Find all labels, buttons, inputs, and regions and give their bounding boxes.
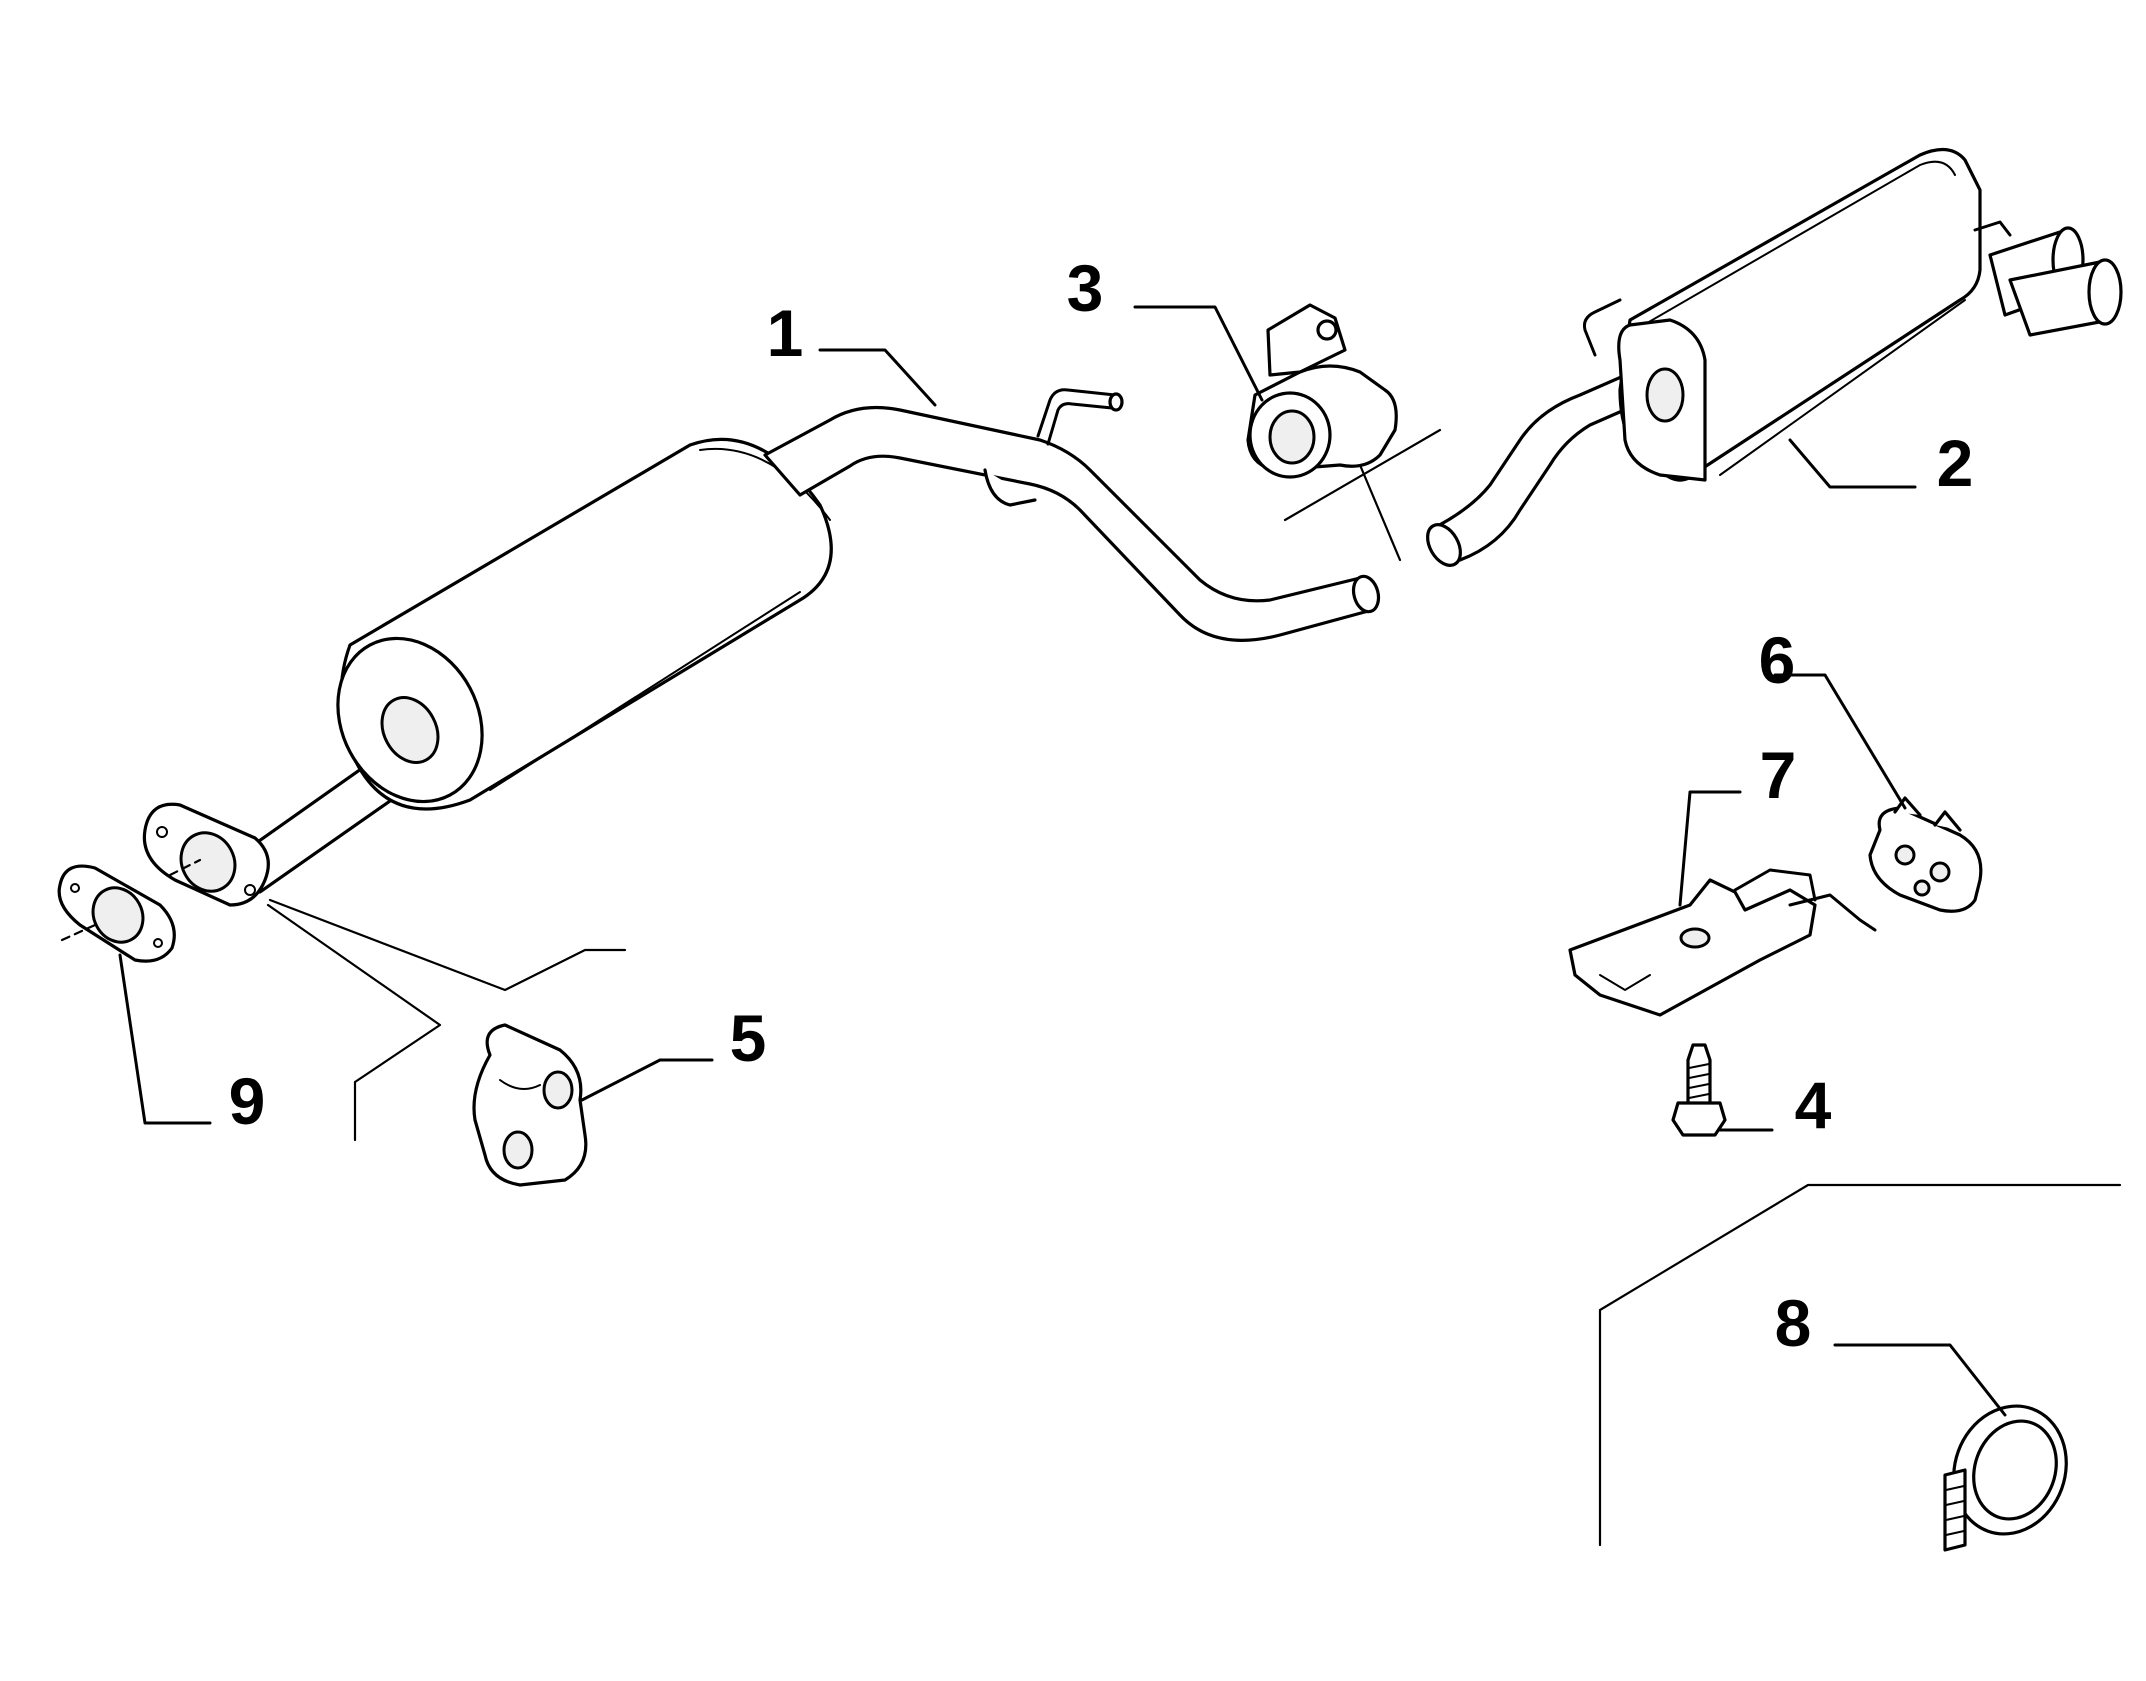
callout-label-6: 6 xyxy=(1758,623,1796,697)
hanger-rod-inner xyxy=(1046,402,1114,446)
reference-line-b xyxy=(266,903,442,1142)
break-line-2 xyxy=(1358,463,1402,562)
part-2-rear-muffler[interactable] xyxy=(1421,148,2123,572)
callout-label-9: 9 xyxy=(228,1064,266,1138)
rear-muffler-inlet-hole xyxy=(1645,367,1685,423)
band-clamp-inner xyxy=(1972,1419,2058,1521)
part-7-bracket[interactable] xyxy=(1568,868,1877,1017)
part-4-bolt[interactable] xyxy=(1671,1043,1727,1137)
bracket-arm-upper xyxy=(1733,868,1817,902)
bracket-fold xyxy=(1599,974,1651,992)
leader-6 xyxy=(1773,673,1907,810)
callout-label-7: 7 xyxy=(1759,738,1797,812)
hanger-rod-tip xyxy=(1108,392,1124,412)
hanger-hole-lower xyxy=(502,1130,534,1170)
muffler-rear-rim xyxy=(699,447,831,521)
rear-muffler-top-edge xyxy=(1634,160,1956,331)
part-1-front-pipe-with-muffler[interactable] xyxy=(233,388,1382,894)
leader-9 xyxy=(118,953,212,1125)
bracket-arm-lower xyxy=(1788,893,1877,932)
rear-muffler-seam xyxy=(1719,299,1966,476)
part-9-gasket[interactable] xyxy=(57,858,202,963)
rear-hanger xyxy=(1583,298,1622,357)
section-break-lines xyxy=(1283,428,1442,562)
gasket-hole-2 xyxy=(153,938,163,948)
gasket-bore xyxy=(91,886,145,944)
front-flange xyxy=(142,802,270,907)
callout-label-3: 3 xyxy=(1066,251,1104,325)
hanger-hole-upper xyxy=(542,1070,574,1110)
callout-label-5: 5 xyxy=(729,1001,767,1075)
flange-bolt-hole-2 xyxy=(244,884,256,896)
hanger-hook xyxy=(983,468,1037,507)
hanger-body xyxy=(472,1023,588,1187)
mount-hole-3 xyxy=(1913,879,1931,897)
callout-label-1: 1 xyxy=(766,296,804,370)
reference-lines xyxy=(266,898,2122,1547)
flange-bore xyxy=(179,831,237,893)
gasket-hole-1 xyxy=(70,883,80,893)
callout-label-4: 4 xyxy=(1794,1068,1832,1142)
mount-tab-2 xyxy=(1933,810,1962,832)
part-5-rubber-hanger[interactable] xyxy=(472,1023,588,1187)
clamp-ring-hole xyxy=(1268,409,1316,465)
flange-bolt-hole-1 xyxy=(156,826,168,838)
callout-label-2: 2 xyxy=(1936,426,1974,500)
mount-hole-2 xyxy=(1929,861,1951,883)
intermediate-pipe xyxy=(763,405,1374,642)
bolt-thread xyxy=(1688,1063,1710,1099)
leader-8 xyxy=(1833,1343,2007,1417)
bracket-hole xyxy=(1679,927,1711,949)
leader-2 xyxy=(1788,438,1917,489)
hanger-rod xyxy=(1036,388,1117,438)
mount-body xyxy=(1868,806,1983,913)
clamp-bolt xyxy=(1316,319,1338,341)
mount-tab-1 xyxy=(1893,796,1922,817)
part-3-clamp[interactable] xyxy=(1246,303,1398,479)
detail-frame-line xyxy=(1598,1183,2122,1547)
callout-label-8: 8 xyxy=(1774,1286,1812,1360)
flange-axis-line xyxy=(168,858,202,877)
leader-1 xyxy=(818,348,937,407)
intermediate-pipe-end xyxy=(1351,574,1381,614)
reference-line-a xyxy=(268,898,627,992)
leader-7 xyxy=(1678,790,1742,907)
muffler-seam xyxy=(489,591,801,791)
bolt-head xyxy=(1671,1101,1727,1137)
band-clamp-screw-thread xyxy=(1945,1485,1965,1536)
band-clamp-screw xyxy=(1943,1468,1967,1552)
leader-3 xyxy=(1133,305,1264,402)
part-6-rubber-mount[interactable] xyxy=(1868,796,1983,913)
tailpipe-lower-end xyxy=(2087,258,2123,326)
hanger-detail xyxy=(499,1079,541,1090)
part-8-band-clamp[interactable] xyxy=(1936,1390,2084,1552)
rear-inlet-end xyxy=(1426,523,1462,567)
gasket-axis-line xyxy=(60,923,97,942)
leader-lines xyxy=(118,305,2007,1417)
leader-5 xyxy=(580,1058,714,1102)
mount-hole-1 xyxy=(1894,844,1916,866)
break-line-1 xyxy=(1283,428,1442,522)
muffler-inlet-hole xyxy=(380,696,440,764)
rear-tail-hanger xyxy=(1973,220,2012,237)
